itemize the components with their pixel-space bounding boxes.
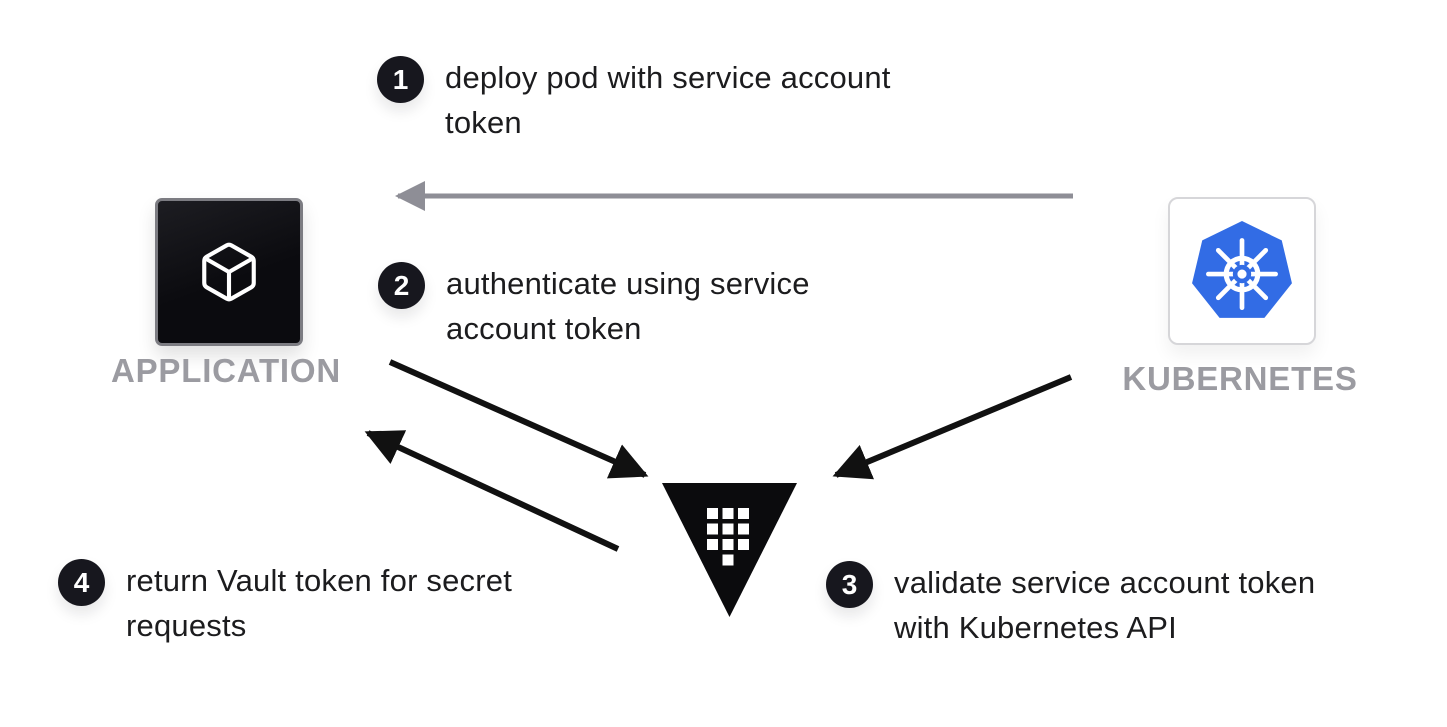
step-4-badge: 4: [58, 559, 105, 606]
step-1-badge: 1: [377, 56, 424, 103]
step-1: 1 deploy pod with service account token: [377, 55, 937, 145]
step-4-text: return Vault token for secret requests: [126, 563, 513, 643]
application-node: [155, 198, 303, 346]
arrow-validate: [832, 374, 1073, 480]
step-2-text: authenticate using service account token: [446, 266, 810, 346]
cube-icon: [202, 242, 256, 302]
step-2-badge: 2: [378, 262, 425, 309]
kubernetes-label: KUBERNETES: [1122, 360, 1358, 397]
kubernetes-box: [1168, 197, 1316, 345]
application-label: APPLICATION: [110, 352, 342, 389]
arrow-return-token: [364, 430, 620, 552]
step-3-badge: 3: [826, 561, 873, 608]
kubernetes-node: [1168, 197, 1316, 345]
step-2: 2 authenticate using service account tok…: [378, 261, 898, 351]
step-3-text: validate service account token with Kube…: [894, 565, 1316, 645]
step-4: 4 return Vault token for secret requests: [58, 558, 618, 648]
vault-triangle-icon: [662, 483, 797, 617]
kubernetes-helm-icon: [1192, 221, 1292, 318]
arrow-authenticate: [388, 359, 649, 479]
step-3: 3 validate service account token with Ku…: [826, 560, 1366, 650]
application-box: [155, 198, 303, 346]
step-1-text: deploy pod with service account token: [445, 60, 891, 140]
